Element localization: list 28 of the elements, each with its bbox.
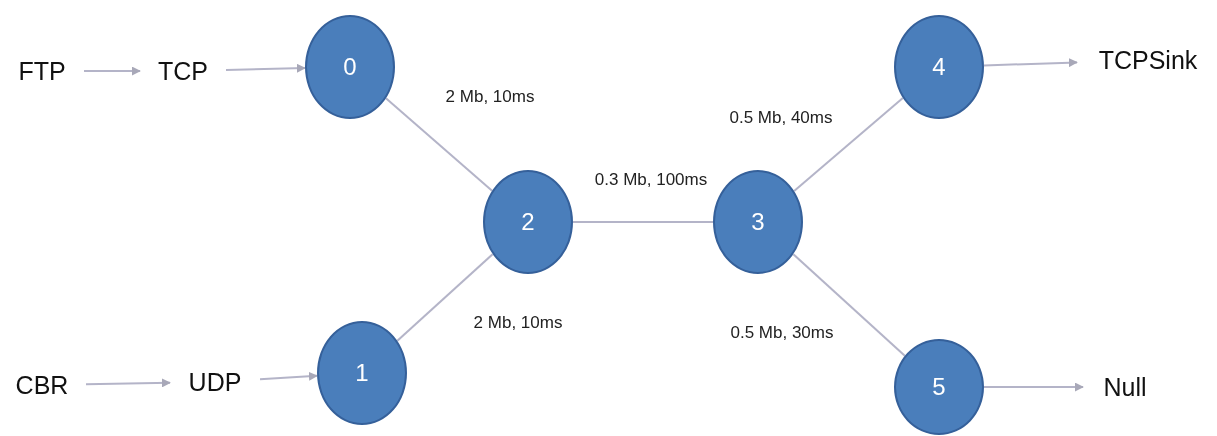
node-number: 3: [751, 208, 765, 236]
link-line: [792, 253, 906, 357]
node-number: 5: [932, 373, 946, 401]
agent-label: UDP: [188, 367, 242, 397]
link-line: [572, 221, 714, 223]
arrow: [83, 66, 141, 76]
agent-label: CBR: [15, 370, 69, 400]
arrow: [85, 378, 171, 388]
node-number: 4: [932, 53, 946, 81]
arrow: [983, 58, 1078, 68]
edge-label: 0.3 Mb, 100ms: [592, 170, 710, 190]
edge-label: 2 Mb, 10ms: [471, 313, 565, 333]
arrow: [259, 371, 319, 381]
edge-label: 2 Mb, 10ms: [443, 87, 537, 107]
link-line: [384, 97, 494, 192]
node-number: 0: [343, 53, 357, 81]
arrow: [225, 63, 306, 73]
agent-label: TCP: [158, 56, 208, 86]
agent-label: Null: [1103, 372, 1147, 402]
link-line: [793, 96, 904, 193]
arrow: [983, 382, 1084, 392]
node-number: 2: [521, 208, 535, 236]
agent-label: TCPSink: [1098, 45, 1198, 75]
agent-label: FTP: [18, 56, 66, 86]
edge-label: 0.5 Mb, 40ms: [727, 108, 835, 128]
edge-label: 0.5 Mb, 30ms: [728, 323, 836, 343]
node-number: 1: [355, 359, 369, 387]
link-line: [396, 253, 494, 342]
